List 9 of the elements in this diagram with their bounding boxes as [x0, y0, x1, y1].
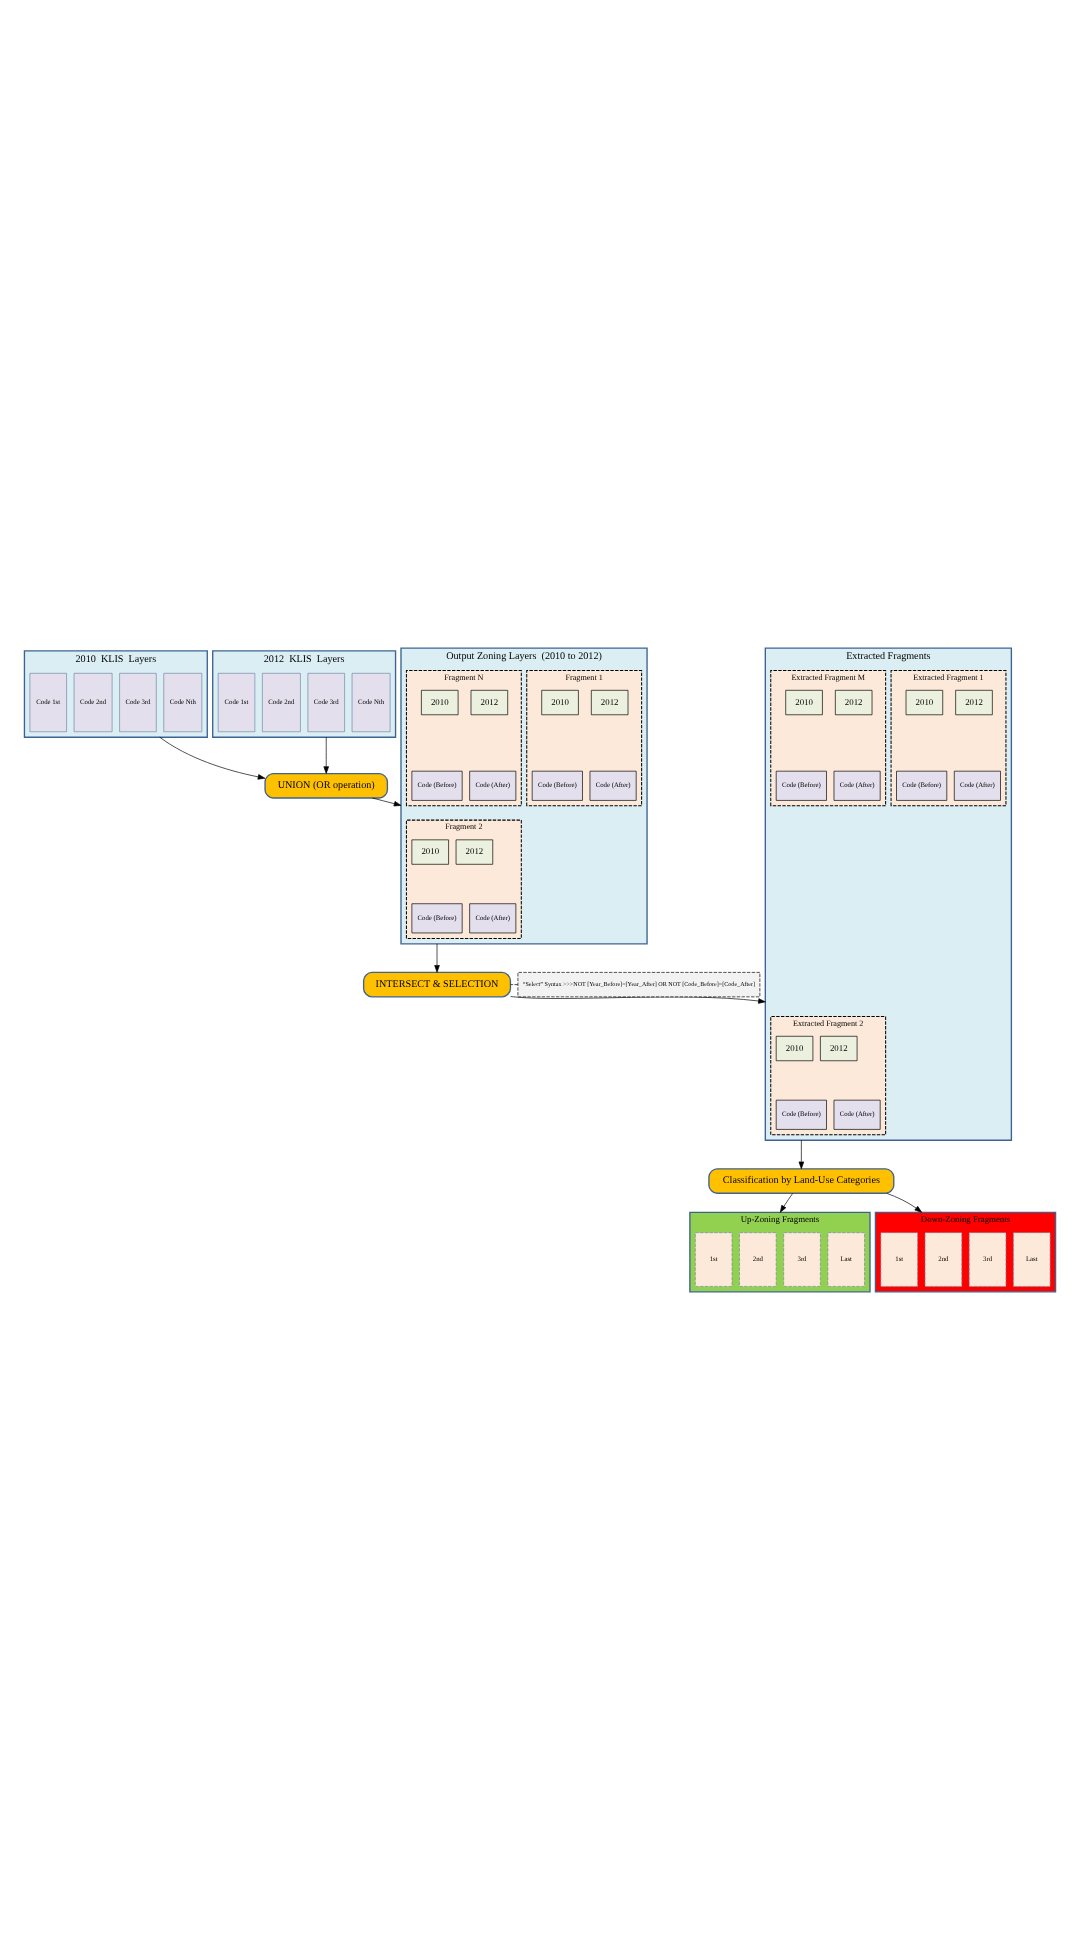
arrow	[323, 735, 329, 773]
arrow	[779, 1192, 794, 1212]
arrow	[886, 1192, 922, 1212]
arrow	[798, 1138, 805, 1169]
connector	[510, 983, 519, 984]
arrow	[434, 942, 440, 972]
arrow	[159, 735, 266, 779]
arrow	[372, 796, 402, 806]
arrow	[510, 995, 766, 1003]
